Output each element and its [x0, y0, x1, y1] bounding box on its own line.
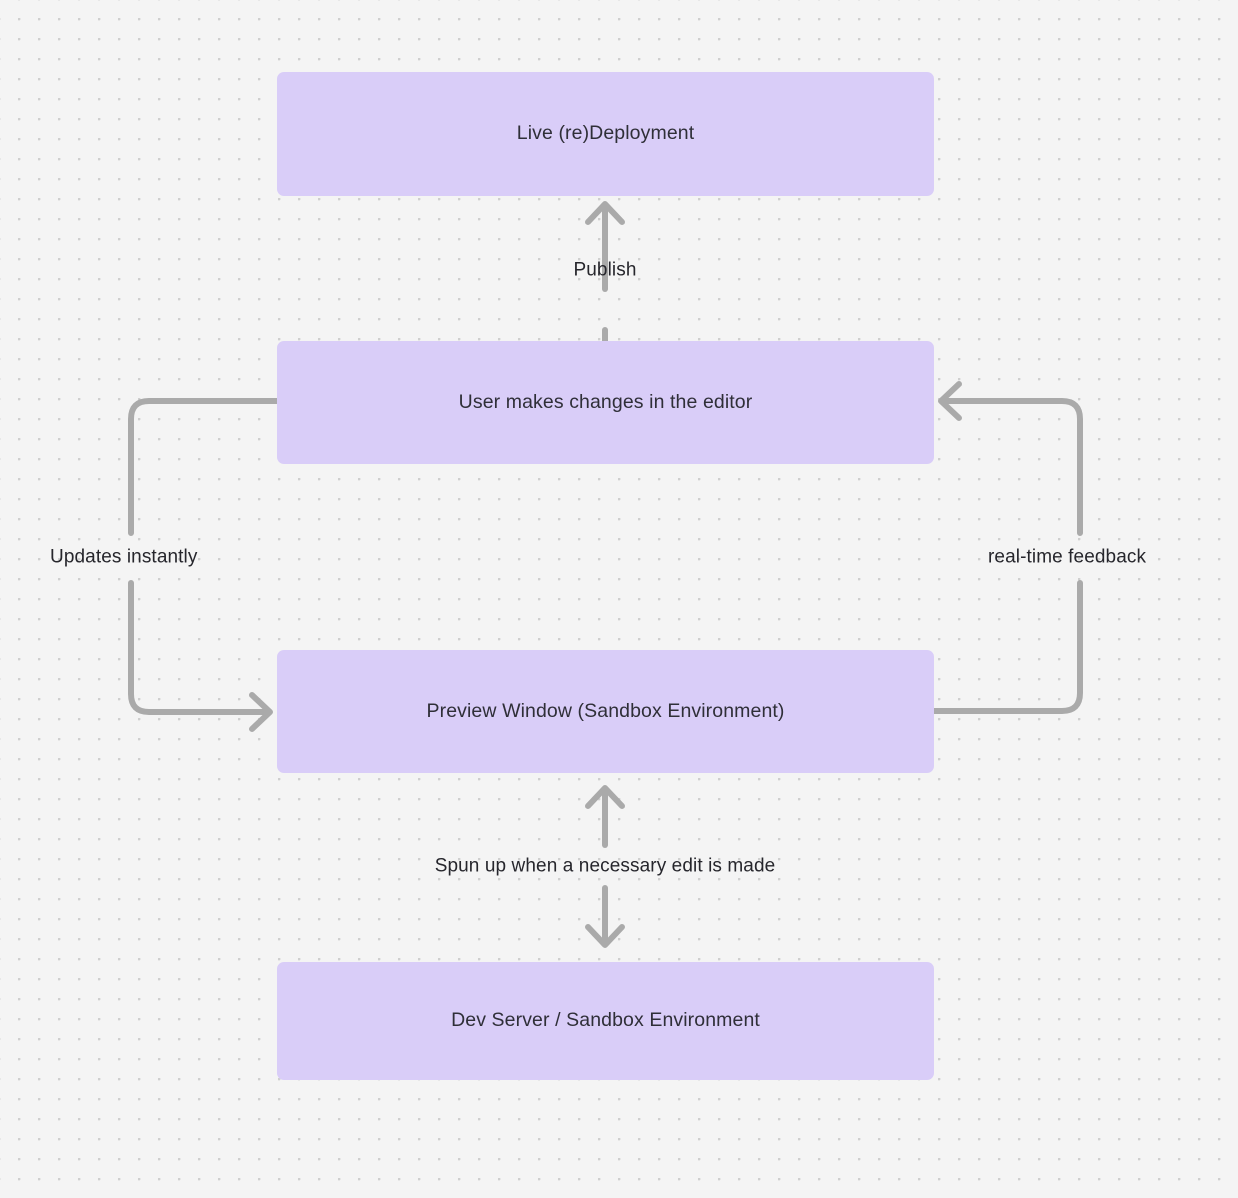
node-user-edits-label: User makes changes in the editor — [458, 390, 753, 413]
node-preview-window-label: Preview Window (Sandbox Environment) — [426, 699, 785, 722]
node-dev-server[interactable]: Dev Server / Sandbox Environment — [277, 962, 934, 1080]
edge-label-publish: Publish — [573, 259, 637, 281]
edge-label-spun-up: Spun up when a necessary edit is made — [434, 855, 776, 877]
edge-label-real-time-feedback: real-time feedback — [988, 546, 1147, 568]
node-preview-window[interactable]: Preview Window (Sandbox Environment) — [277, 650, 934, 773]
node-dev-server-label: Dev Server / Sandbox Environment — [451, 1009, 760, 1032]
node-live-deployment-label: Live (re)Deployment — [516, 122, 695, 145]
node-live-deployment[interactable]: Live (re)Deployment — [277, 72, 934, 196]
edge-label-updates-instantly: Updates instantly — [50, 546, 198, 568]
node-user-edits[interactable]: User makes changes in the editor — [277, 341, 934, 464]
